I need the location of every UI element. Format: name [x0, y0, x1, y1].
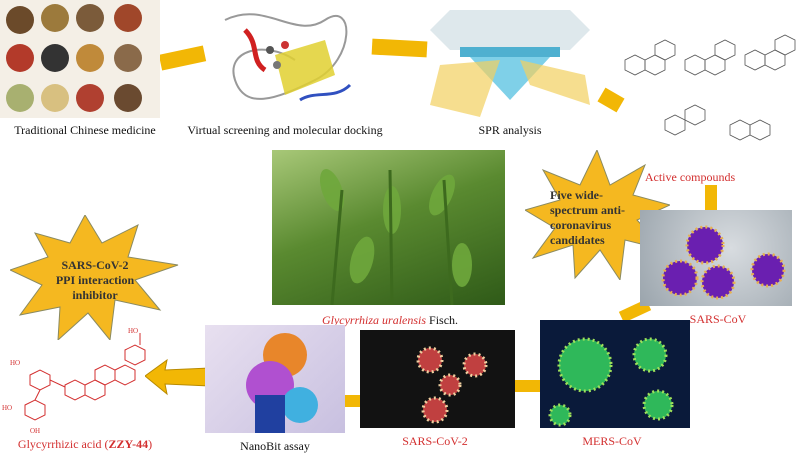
glycyrrhiza-plant-photo [272, 150, 505, 305]
active-compounds-label: Active compounds [644, 170, 736, 184]
arrow-tcm-to-docking [158, 45, 207, 71]
active-compounds-structures [615, 0, 799, 165]
docking-label: Virtual screening and molecular docking [187, 123, 383, 137]
mers-cov-label: MERS-CoV [582, 434, 642, 448]
ppi-inhibitor-text: SARS-CoV-2 PPI interaction inhibitor [55, 258, 135, 302]
svg-text:HO: HO [10, 359, 20, 367]
sars-cov-2-image [360, 330, 515, 428]
glycyrrhizic-name: Glycyrrhizic acid ( [17, 437, 109, 451]
starburst-five-candidates [525, 150, 670, 280]
mers-cov-image [540, 320, 690, 428]
arrow-sarscov2-to-nanobit [345, 395, 363, 407]
docking-image [205, 0, 365, 118]
glycyrrhizic-acid-label: Glycyrrhizic acid (ZZY-44) [18, 437, 152, 452]
arrow-nanobit-to-glycyrrhizic [145, 358, 210, 396]
arrow-docking-to-spr [371, 38, 428, 58]
svg-text:OH: OH [30, 427, 40, 435]
plant-authority: Fisch. [426, 313, 459, 327]
plant-species-name: Glycyrrhiza uralensis [321, 313, 427, 327]
svg-text:HO: HO [2, 404, 12, 412]
sars-cov-2-label: SARS-CoV-2 [402, 434, 468, 448]
spr-label: SPR analysis [478, 123, 542, 137]
starburst-ppi-inhibitor [10, 215, 179, 340]
compound-code: ZZY-44 [108, 437, 149, 451]
sars-cov-label: SARS-CoV [689, 312, 747, 326]
arrow-mers-to-sarscov2 [515, 380, 543, 392]
glycyrrhizic-acid-structure: HO HO HO OH [2, 327, 146, 435]
glycyrrhizic-close: ) [148, 437, 153, 451]
nanobit-label: NanoBit assay [240, 439, 310, 453]
tcm-image [0, 0, 160, 118]
five-candidates-text: Five wide-spectrum anti-coronavirus cand… [550, 188, 625, 247]
spr-image [430, 5, 590, 117]
sars-cov-image [640, 210, 792, 306]
svg-text:HO: HO [128, 327, 138, 335]
nanobit-image [205, 325, 345, 433]
plant-caption: Glycyrrhiza uralensis Fisch. [322, 313, 458, 328]
arrow-compounds-to-sarscov [705, 185, 717, 213]
tcm-label: Traditional Chinese medicine [14, 123, 156, 137]
